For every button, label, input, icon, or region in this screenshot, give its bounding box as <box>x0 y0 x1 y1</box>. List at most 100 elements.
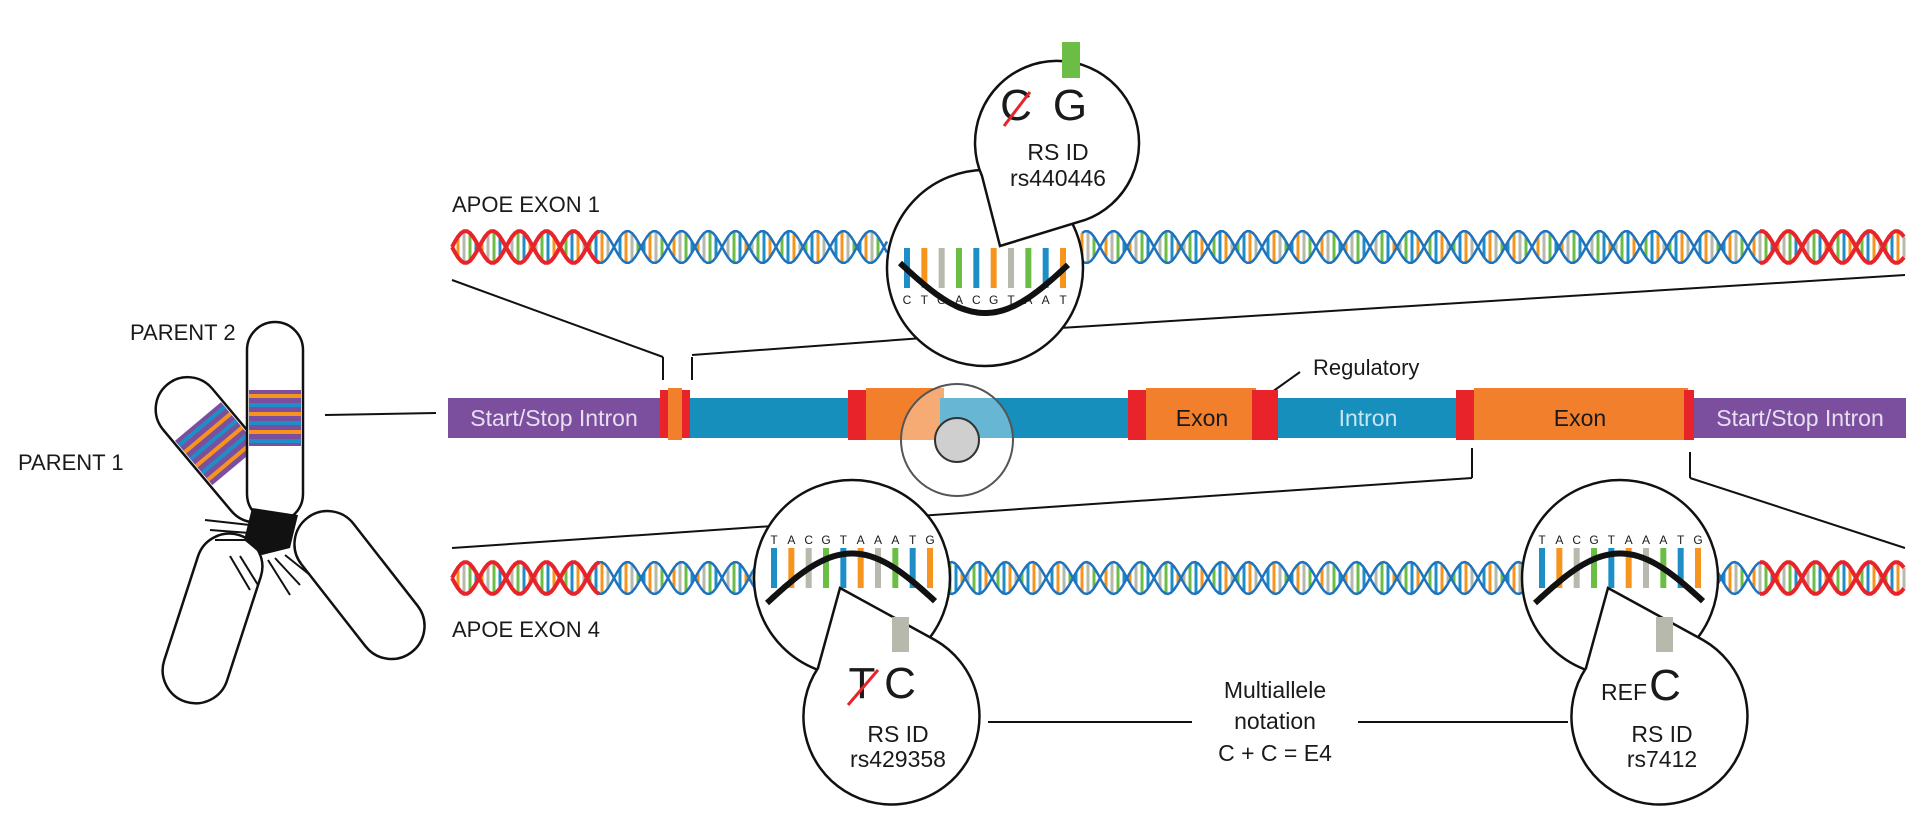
exon-small <box>668 388 682 440</box>
zoom-base-letter: G <box>925 533 934 547</box>
speech-bubble-br <box>1570 586 1749 806</box>
zoom-base-letter: T <box>1677 533 1685 547</box>
centromere-stroke <box>239 555 259 586</box>
parent2-label: PARENT 2 <box>130 320 236 345</box>
zoom-base-letter: G <box>1693 533 1702 547</box>
strand-highlight <box>1760 229 1906 265</box>
junction-4 <box>1252 390 1278 440</box>
rs-label-br: RS ID <box>1631 721 1692 747</box>
zoom-base-bar <box>1556 548 1563 588</box>
strand-highlight <box>450 229 601 265</box>
zoom-base-bar <box>956 248 962 288</box>
zoom-base-letter: T <box>1059 293 1067 307</box>
chromosome-connector-line <box>324 412 437 416</box>
exon-label: Exon <box>1176 405 1228 431</box>
chromosome-arm-lower-right <box>293 509 426 661</box>
centromere-stroke <box>229 555 251 591</box>
zoom-wave-line <box>897 260 1071 316</box>
zoom-base-bar <box>990 248 997 288</box>
zoom-base-letter: T <box>770 533 778 547</box>
start-stop-intron-right <box>1694 398 1906 438</box>
zoom-base-letter: T <box>1538 533 1546 547</box>
chromosome-arm-parent2 <box>245 320 305 524</box>
dna-helix-exon1 <box>450 229 1906 265</box>
band <box>249 430 301 434</box>
rs-label-bl: RS ID <box>867 721 928 747</box>
zoom-base-letter: A <box>787 533 795 547</box>
speech-bubble-bl <box>802 586 981 806</box>
magnifier-lens-inner <box>934 417 980 463</box>
zoom-base-letter: G <box>989 293 998 307</box>
zoom-base-letter: A <box>1659 533 1667 547</box>
zoom-base-bar <box>1025 248 1032 288</box>
zoom-base-bar <box>1643 548 1649 588</box>
gene-bar: Start/Stop Intron Exon Intron Exon Start… <box>448 383 1906 497</box>
zoom-base-bar <box>1625 548 1632 588</box>
band <box>249 439 301 443</box>
rs-value-br: rs7412 <box>1627 746 1697 772</box>
strand-highlight <box>450 560 601 596</box>
zoom-base-bar <box>909 548 916 588</box>
apoe-exon1-label: APOE EXON 1 <box>452 192 600 217</box>
centromere-stroke <box>267 559 291 596</box>
centromere-stroke <box>209 529 251 534</box>
zoom-base-letter: G <box>1589 533 1598 547</box>
centromere-stroke <box>204 519 251 526</box>
zoom-base-bar <box>1591 548 1597 588</box>
zoom-base-bar <box>875 548 881 588</box>
rs-value-top: rs440446 <box>1010 165 1106 191</box>
strike-bl <box>846 669 880 706</box>
zoom-base-bar <box>1042 248 1049 288</box>
zoom-base-bar <box>1677 548 1684 588</box>
strike-top <box>1002 91 1032 127</box>
junction-5 <box>1456 390 1478 440</box>
zoom-base-letter: A <box>1625 533 1633 547</box>
zoom-base-bar <box>973 248 980 288</box>
zoom-base-letter: T <box>1007 293 1015 307</box>
band <box>206 439 256 482</box>
ref-prefix-br: REF <box>1601 679 1647 705</box>
centromere-stroke <box>274 557 301 586</box>
band <box>249 394 301 398</box>
rs-label-top: RS ID <box>1027 139 1088 165</box>
intron-label: Intron <box>1339 405 1398 431</box>
band <box>249 421 301 425</box>
multiallele-line2: notation <box>1234 708 1316 734</box>
variant-marker-top <box>1062 42 1080 78</box>
strand-highlight <box>1760 229 1906 265</box>
zoom-base-letter: A <box>1042 293 1050 307</box>
new-base-br: C <box>1649 661 1681 710</box>
intron-segment <box>1278 398 1458 438</box>
new-base-top: G <box>1053 81 1087 130</box>
variant-marker-bl <box>892 617 909 652</box>
strand-highlight <box>1760 560 1906 596</box>
junction-3 <box>1128 390 1150 440</box>
centromere-stroke <box>284 554 311 576</box>
zoom-base-letter: A <box>874 533 882 547</box>
band <box>183 412 232 454</box>
zoom-base-bar <box>921 248 928 288</box>
exon-segment-2 <box>1474 388 1688 440</box>
exon-segment <box>1146 388 1256 440</box>
zoom-base-bar <box>1695 548 1701 588</box>
zoom-base-bar <box>823 548 829 588</box>
start-stop-intron-left-label: Start/Stop Intron <box>470 405 637 431</box>
zoom-base-bar <box>840 548 847 588</box>
zoom-base-bar <box>788 548 795 588</box>
apoe-exon4-label: APOE EXON 4 <box>452 617 600 642</box>
zoom-base-letter: T <box>909 533 917 547</box>
zoom-base-bar <box>927 548 933 588</box>
exon2-label: Exon <box>1554 405 1606 431</box>
zoom-base-bar <box>1539 548 1545 588</box>
strand-highlight <box>450 229 601 265</box>
intron-1 <box>690 398 852 438</box>
zoom-base-letter: T <box>840 533 848 547</box>
band <box>200 432 250 475</box>
rs-value-bl: rs429358 <box>850 746 946 772</box>
zoom-base-bar <box>1608 548 1615 588</box>
